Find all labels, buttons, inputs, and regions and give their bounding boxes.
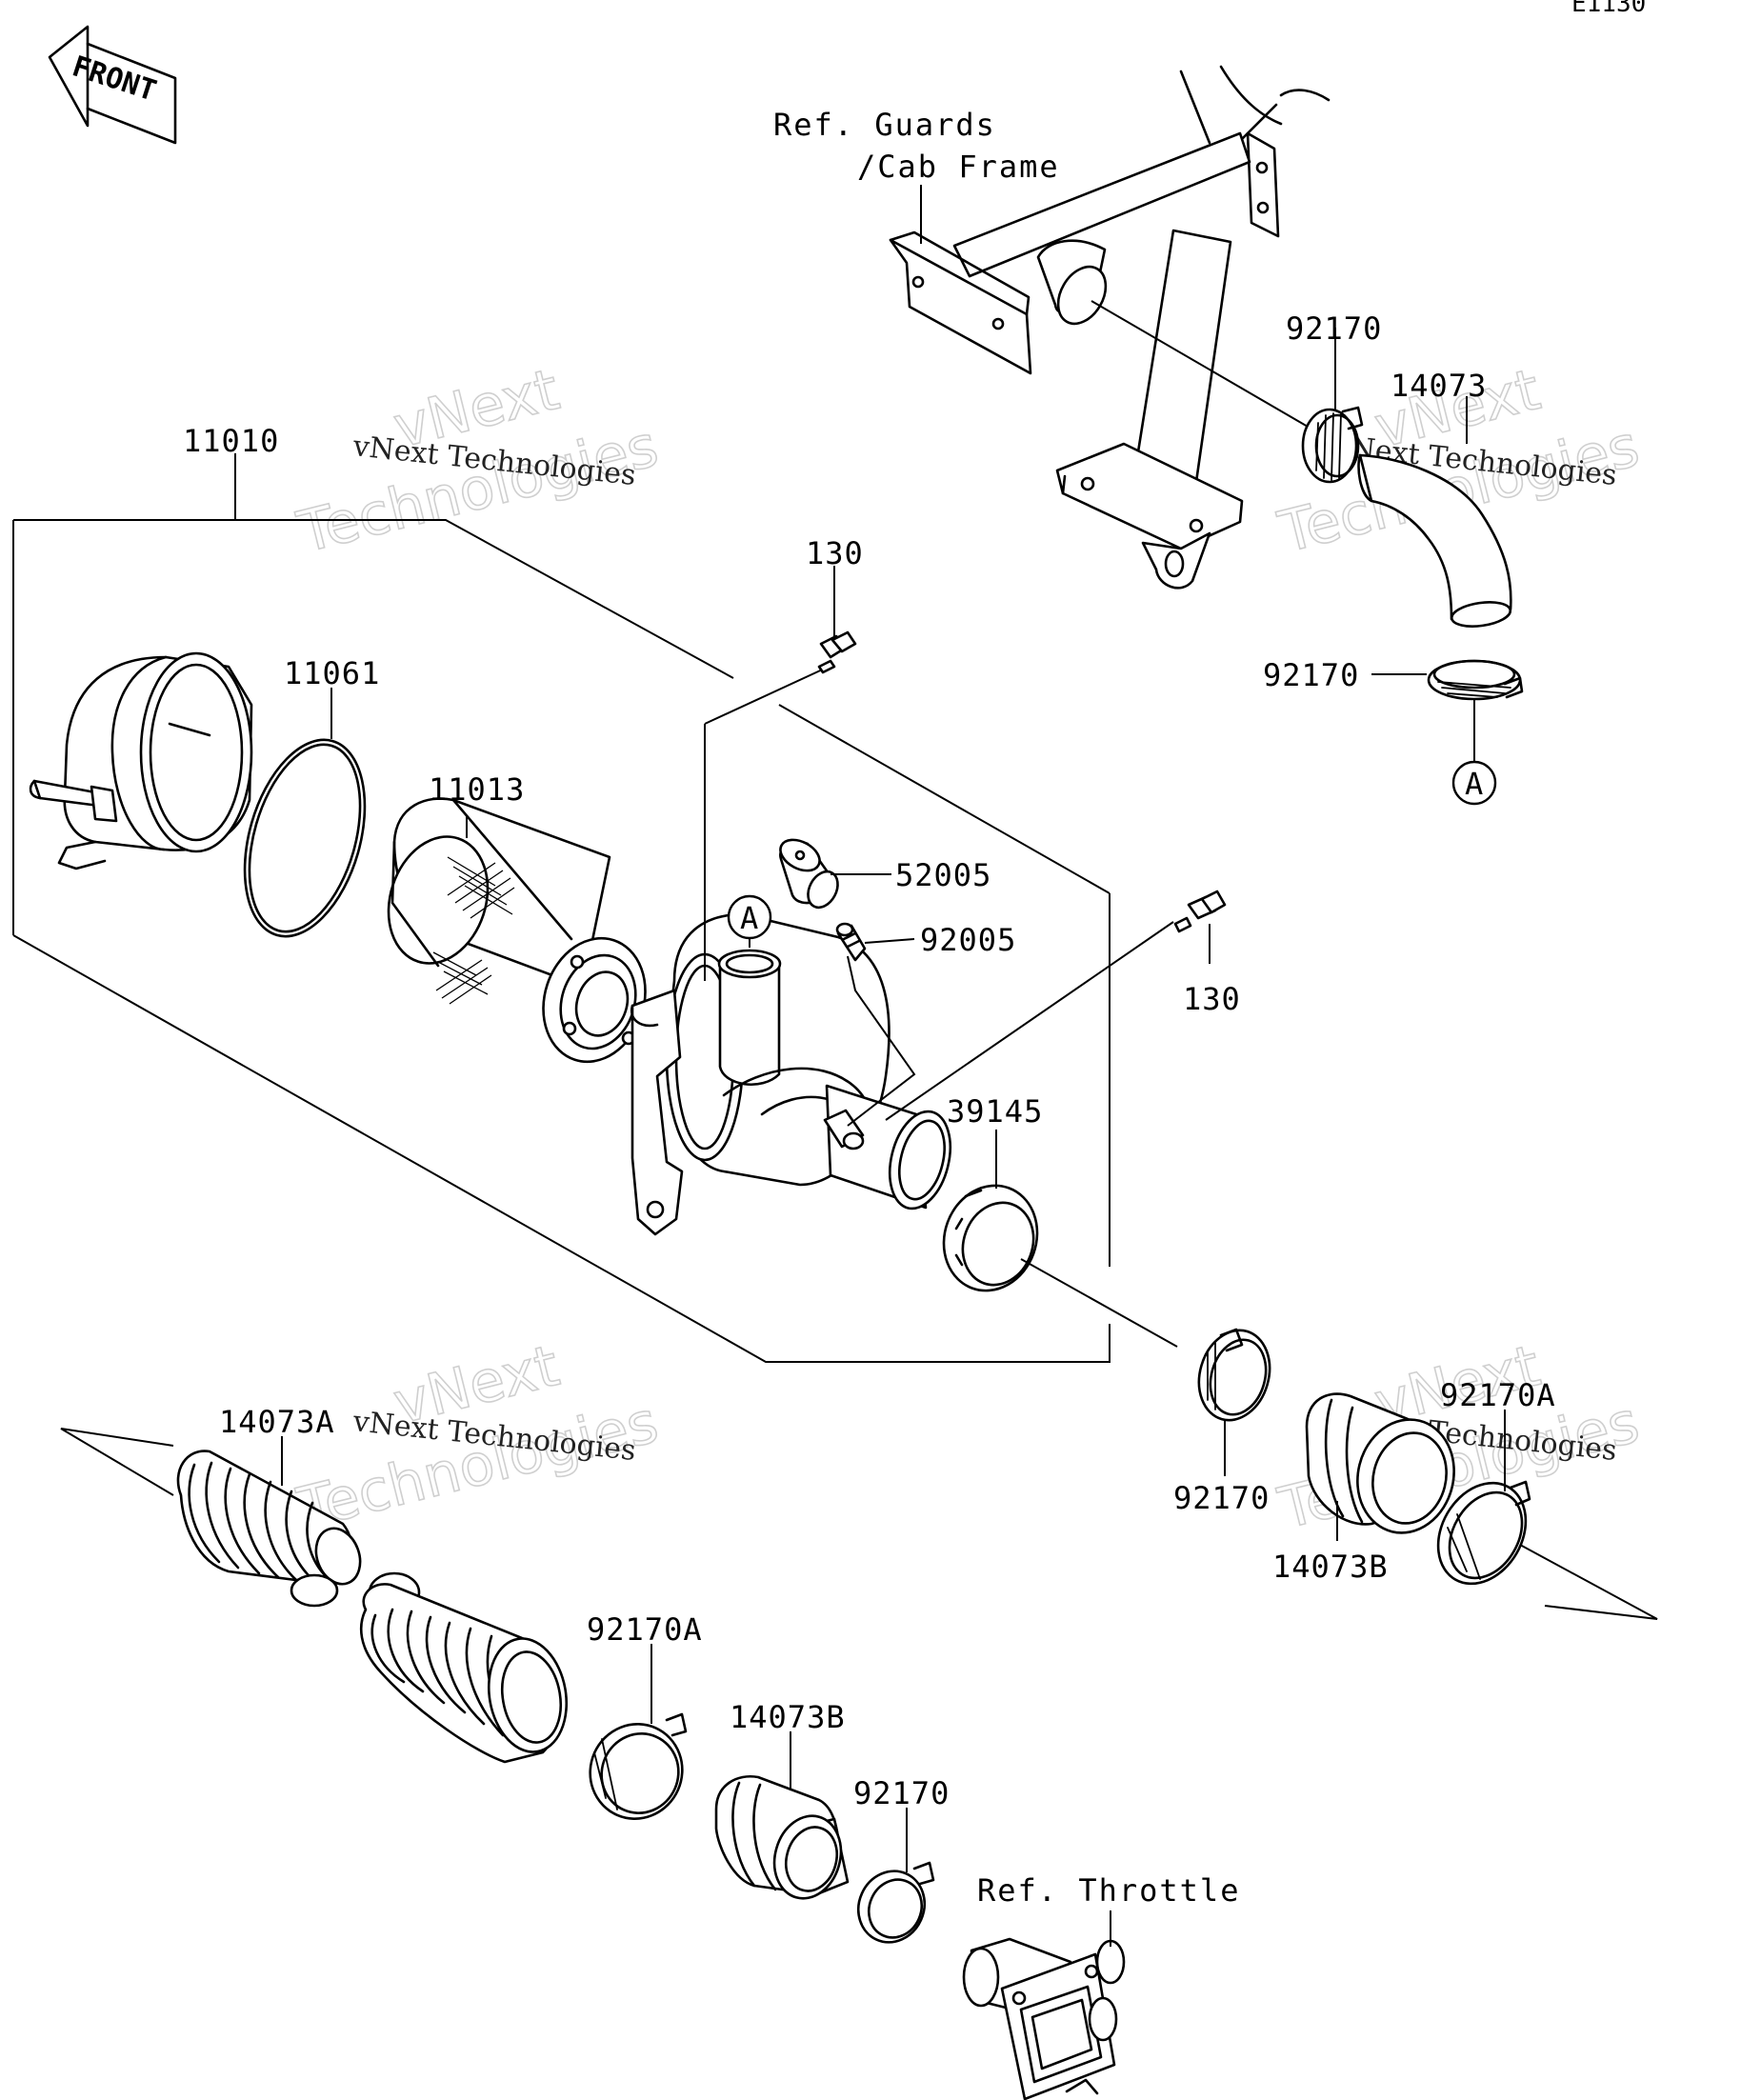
callout-11061: 11061 (284, 655, 380, 691)
air-cleaner-cover (29, 651, 253, 870)
leader-130-right (885, 921, 1174, 1121)
clamp-92170-lower (1197, 1328, 1271, 1422)
callout-11013: 11013 (429, 771, 525, 808)
bolt-130-top (817, 630, 857, 674)
clamp-92170-top (1301, 406, 1364, 484)
ref-throttle: Ref. Throttle (977, 1872, 1240, 1909)
leader-92005 (847, 955, 916, 1127)
callout-14073: 14073 (1391, 368, 1487, 404)
cab-frame-bracket (889, 65, 1331, 590)
watermark-1: vNext Technologies vNext Technologies (290, 355, 665, 567)
leader-left-chevron (60, 1428, 174, 1496)
filter-element-11013 (387, 797, 647, 1064)
marker-a-hose (1451, 760, 1497, 806)
leader-seal-clamp (1020, 1258, 1178, 1348)
callout-52005: 52005 (895, 857, 991, 893)
callout-14073b-right: 14073B (1272, 1549, 1389, 1585)
boot-14073b-bottom (714, 1774, 850, 1900)
o-ring-11061 (243, 738, 367, 938)
boot-14073b-right (1305, 1392, 1455, 1534)
callout-39145: 39145 (947, 1093, 1043, 1130)
seal-39145 (942, 1184, 1039, 1292)
front-arrow-icon: FRONT (48, 25, 177, 145)
callout-92170-mid: 92170 (1263, 657, 1359, 693)
ref-guards-line1: Ref. Guards (773, 107, 996, 143)
clamp-92170-mid (1427, 659, 1524, 701)
cap-52005 (779, 838, 839, 910)
callout-92170-lower: 92170 (1173, 1480, 1270, 1516)
callout-92005: 92005 (920, 922, 1016, 958)
callout-130-top: 130 (806, 535, 864, 571)
clamp-92170a-right (1436, 1480, 1531, 1586)
diagram-code: E1130 (1571, 0, 1646, 18)
leader-130-top (704, 666, 830, 725)
hose-14073 (1357, 453, 1512, 628)
bolt-130-right (1173, 890, 1227, 933)
marker-a-body-label: A (740, 900, 759, 936)
callout-92170a-right: 92170A (1440, 1377, 1556, 1413)
callout-130-right: 130 (1183, 981, 1241, 1017)
throttle-body (962, 1937, 1126, 2100)
marker-a-body (727, 894, 772, 940)
air-cleaner-body (630, 912, 952, 1236)
callout-14073a: 14073A (219, 1404, 335, 1440)
assembly-frame (12, 453, 1111, 1363)
callout-92170-bottom: 92170 (853, 1775, 950, 1811)
marker-a-hose-label: A (1465, 766, 1484, 802)
callout-14073b-bottom: 14073B (730, 1699, 846, 1735)
callout-92170-top: 92170 (1286, 310, 1382, 347)
bellows-14073a-upper (176, 1450, 362, 1608)
watermark-3: vNext Technologies vNext Technologies (290, 1331, 665, 1543)
ref-guards-line2: /Cab Frame (857, 149, 1060, 185)
leader-cab-hose (1091, 300, 1315, 431)
leader-right-chevron (1519, 1544, 1658, 1620)
callout-11010: 11010 (183, 423, 279, 459)
bellows-14073a-lower (359, 1571, 569, 1764)
fitting-92005 (835, 922, 867, 962)
clamp-92170-bottom (857, 1861, 935, 1944)
callout-leaders (281, 185, 1506, 1947)
clamp-92170a-bottom (589, 1712, 688, 1820)
callout-92170a-bottom: 92170A (587, 1611, 703, 1648)
